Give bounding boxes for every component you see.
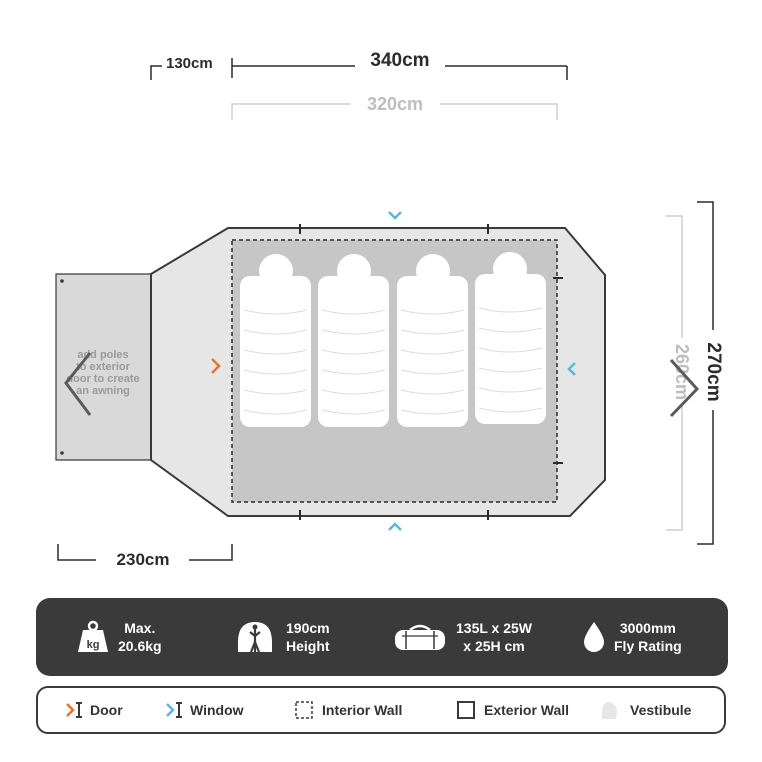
spec-fly-rating: 3000mm Fly Rating xyxy=(582,598,682,676)
total-length-label: 340cm xyxy=(370,50,429,71)
door-marker-icon xyxy=(211,358,221,374)
bottom-dimension-lines xyxy=(57,544,233,561)
weight-icon-label: kg xyxy=(87,639,100,651)
legend-interior-wall: Interior Wall xyxy=(294,688,402,732)
legend-window: Window xyxy=(164,688,244,732)
awning-chevron-left-icon xyxy=(64,352,92,416)
duffel-bag-icon xyxy=(395,624,445,650)
spec-weight: kg Max. 20.6kg xyxy=(76,598,162,676)
water-drop-icon xyxy=(584,622,604,652)
awning-length-label: 230cm xyxy=(117,550,170,569)
tent-floor-plan-diagram: 130cm 340cm 320cm add poles to exterior … xyxy=(55,50,724,569)
sleeping-bag-icon xyxy=(318,254,389,427)
legend-exterior-wall-label: Exterior Wall xyxy=(484,702,570,718)
window-legend-icon xyxy=(166,702,182,718)
window-marker-top-icon xyxy=(388,211,402,220)
total-width-label: 270cm xyxy=(703,342,724,401)
interior-wall-legend-icon xyxy=(295,701,313,719)
exterior-wall-legend-icon xyxy=(457,701,475,719)
right-dimension-lines xyxy=(666,201,714,545)
legend-vestibule: Vestibule xyxy=(598,688,691,732)
awning-note-line-4: an awning xyxy=(76,385,130,397)
awning-note-line-2: to exterior xyxy=(76,361,131,373)
weight-icon: kg xyxy=(78,620,108,652)
awning-note-line-3: door to create xyxy=(66,373,139,385)
legend-vestibule-label: Vestibule xyxy=(630,702,692,718)
legend-door-label: Door xyxy=(90,702,123,718)
vestibule-depth-label: 130cm xyxy=(166,55,213,72)
legend-door: Door xyxy=(64,688,123,732)
weight-line-1: Max. xyxy=(124,620,156,636)
right-chevron-icon xyxy=(669,358,700,418)
height-line-1: 190cm xyxy=(286,620,330,636)
pack-size-line-1: 135L x 25W xyxy=(456,620,533,636)
weight-line-2: 20.6kg xyxy=(118,638,162,654)
spec-bar: kg Max. 20.6kg 190cm Height 135L x 25W x… xyxy=(36,598,728,676)
sleeping-bag-icon xyxy=(475,252,546,424)
awning-note-line-1: add poles xyxy=(77,349,128,361)
sleeping-bags xyxy=(240,252,546,427)
height-line-2: Height xyxy=(286,638,330,654)
window-marker-right-icon xyxy=(567,362,576,376)
sleeping-bag-icon xyxy=(397,254,468,427)
pack-size-line-2: x 25H cm xyxy=(463,638,525,654)
window-marker-bottom-icon xyxy=(388,522,402,531)
legend-interior-wall-label: Interior Wall xyxy=(322,702,403,718)
top-dimension-lines xyxy=(150,58,568,120)
sleeping-bag-icon xyxy=(240,254,311,427)
dome-height-icon xyxy=(238,622,272,653)
spec-pack-size: 135L x 25W x 25H cm xyxy=(392,598,532,676)
legend-exterior-wall: Exterior Wall xyxy=(456,688,569,732)
fly-rating-line-1: 3000mm xyxy=(619,620,676,636)
door-legend-icon xyxy=(66,702,82,718)
fly-rating-line-2: Fly Rating xyxy=(614,638,682,654)
vestibule-legend-icon xyxy=(602,701,617,719)
legend: Door Window Interior Wall Exterior Wall … xyxy=(36,686,726,734)
interior-length-label: 320cm xyxy=(367,94,423,114)
spec-height: 190cm Height xyxy=(236,598,330,676)
sleeping-bag-quilt-lines xyxy=(243,307,543,415)
legend-window-label: Window xyxy=(190,702,244,718)
